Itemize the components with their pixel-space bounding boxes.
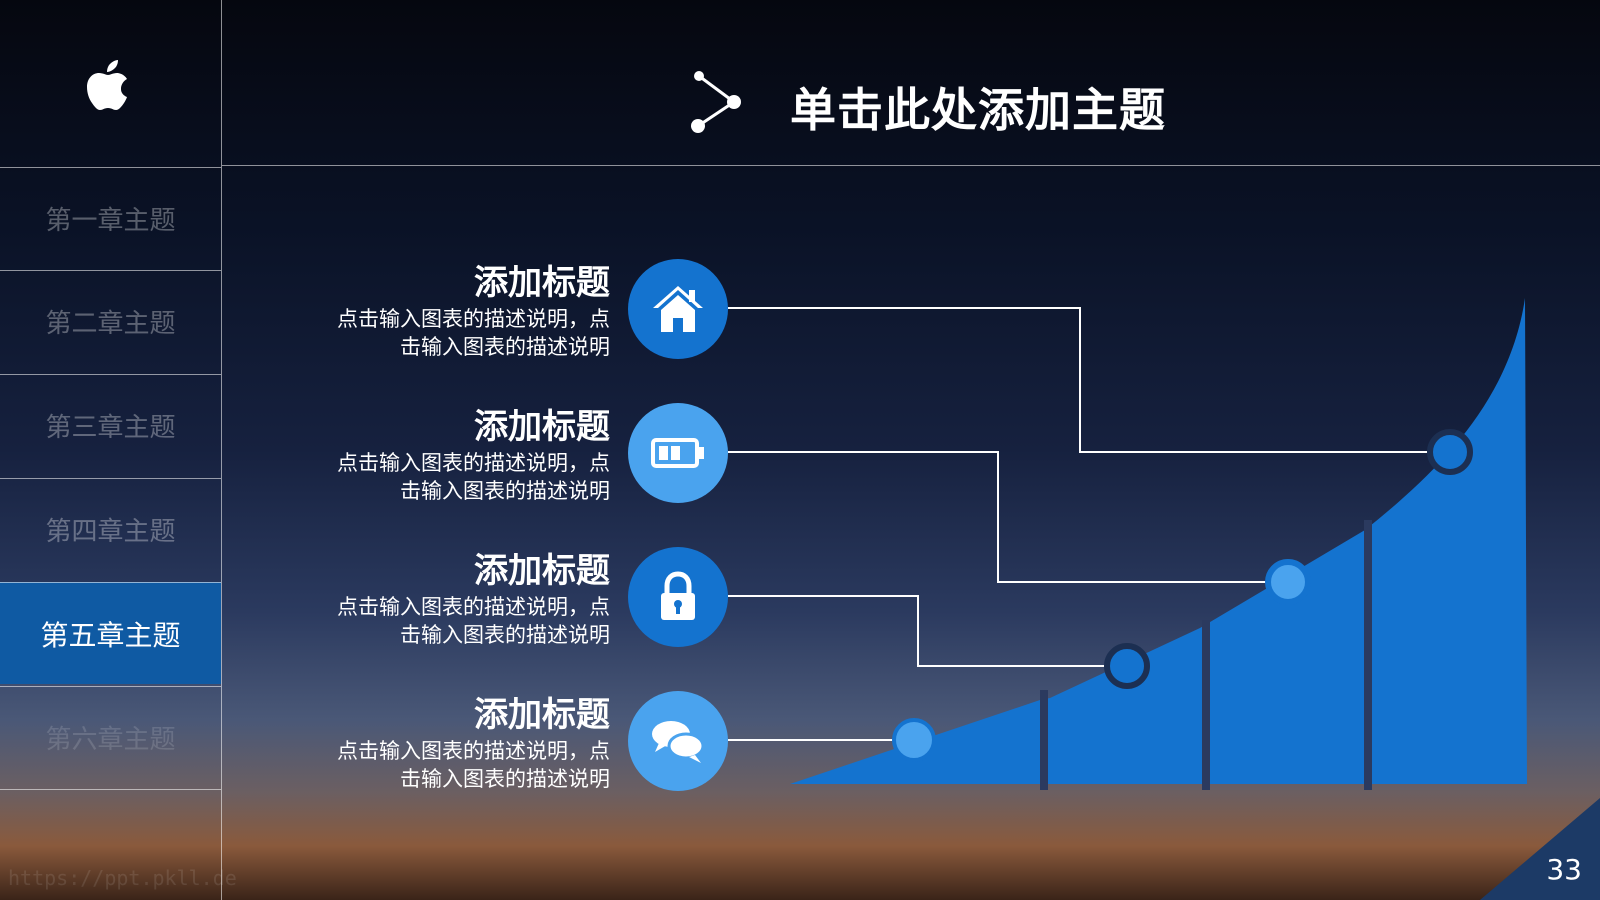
item-desc-line: 击输入图表的描述说明 — [400, 623, 610, 647]
chart-node-1 — [1427, 429, 1473, 475]
watermark: https://ppt.pkll.de — [8, 866, 237, 890]
item-desc-2: 点击输入图表的描述说明，点 击输入图表的描述说明 — [290, 449, 610, 505]
item-title-3: 添加标题 — [474, 551, 610, 591]
item-icon-1 — [628, 259, 728, 359]
sidebar-item-label: 第一章主题 — [45, 206, 176, 236]
connector-line-1 — [728, 307, 1450, 453]
sidebar-divider-bottom — [0, 789, 221, 790]
bar-separator — [1202, 620, 1210, 790]
item-desc-line: 点击输入图表的描述说明，点 — [337, 451, 610, 475]
sidebar-item-label: 第二章主题 — [45, 309, 176, 339]
sidebar-divider — [221, 0, 222, 900]
chart-node-2 — [1265, 559, 1311, 605]
sidebar-item-label: 第六章主题 — [45, 725, 176, 755]
sidebar-item-label: 第五章主题 — [40, 618, 181, 652]
connector-line-2 — [728, 451, 1288, 583]
bar-separator — [1364, 520, 1372, 790]
page-number: 33 — [1546, 853, 1582, 886]
growth-curve-area — [790, 298, 1527, 784]
item-icon-2 — [628, 403, 728, 503]
chat-bubbles-icon — [652, 721, 705, 763]
header-divider — [222, 165, 1600, 166]
item-desc-line: 击输入图表的描述说明 — [400, 335, 610, 359]
item-desc-line: 点击输入图表的描述说明，点 — [337, 595, 610, 619]
sidebar-item-chapter-2[interactable]: 第二章主题 — [0, 270, 221, 372]
sidebar: 第一章主题 第二章主题 第三章主题 第四章主题 第五章主题 第六章主题 — [0, 0, 222, 900]
sidebar-item-chapter-4[interactable]: 第四章主题 — [0, 478, 221, 580]
lock-icon — [661, 571, 695, 620]
item-desc-line: 击输入图表的描述说明 — [400, 479, 610, 503]
apple-logo-icon — [87, 60, 127, 110]
sidebar-item-chapter-3[interactable]: 第三章主题 — [0, 374, 221, 476]
connector-line-3 — [728, 595, 1127, 667]
bar-separator — [1040, 690, 1048, 790]
item-desc-4: 点击输入图表的描述说明，点 击输入图表的描述说明 — [290, 737, 610, 793]
item-desc-line: 点击输入图表的描述说明，点 — [337, 739, 610, 763]
item-icon-4 — [628, 691, 728, 791]
item-title-2: 添加标题 — [474, 407, 610, 447]
item-desc-3: 点击输入图表的描述说明，点 击输入图表的描述说明 — [290, 593, 610, 649]
home-icon — [653, 286, 703, 332]
item-desc-1: 点击输入图表的描述说明，点 击输入图表的描述说明 — [290, 305, 610, 361]
page-title: 单击此处添加主题 — [790, 83, 1166, 137]
sidebar-item-label: 第三章主题 — [45, 413, 176, 443]
share-nodes-icon — [691, 71, 741, 133]
item-title-4: 添加标题 — [474, 695, 610, 735]
sidebar-item-chapter-6[interactable]: 第六章主题 — [0, 686, 221, 788]
sidebar-item-label: 第四章主题 — [45, 517, 176, 547]
item-desc-line: 击输入图表的描述说明 — [400, 767, 610, 791]
chart-node-4 — [892, 718, 936, 762]
item-icon-3 — [628, 547, 728, 647]
battery-icon — [651, 438, 704, 468]
sidebar-item-chapter-1[interactable]: 第一章主题 — [0, 167, 221, 269]
chart-node-3 — [1104, 643, 1150, 689]
sidebar-item-chapter-5[interactable]: 第五章主题 — [0, 582, 221, 684]
item-desc-line: 点击输入图表的描述说明，点 — [337, 307, 610, 331]
corner-triangle — [1480, 798, 1600, 900]
item-title-1: 添加标题 — [474, 263, 610, 303]
